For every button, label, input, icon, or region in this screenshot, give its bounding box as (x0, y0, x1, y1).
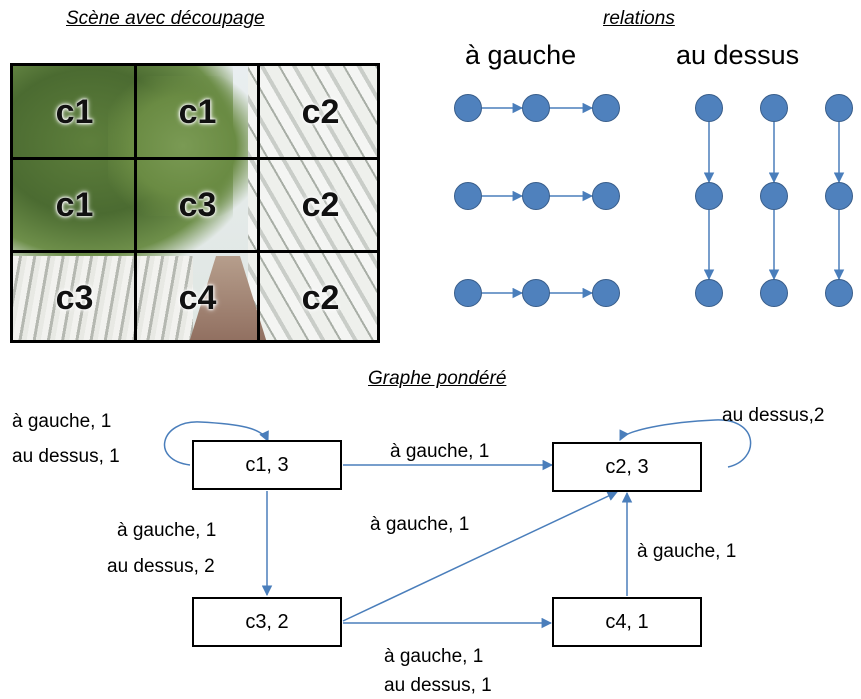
relation-node (454, 94, 482, 122)
relation-node (760, 94, 788, 122)
edge-c3-c2 (342, 491, 618, 622)
edge-label: au dessus, 1 (384, 675, 492, 696)
relation-node (592, 94, 620, 122)
relation-node (522, 182, 550, 210)
graph-node-c2: c2, 3 (552, 442, 702, 492)
relation-node (592, 279, 620, 307)
scene-image: c1 c1 c2 c1 c3 c2 c3 c4 c2 (10, 63, 380, 343)
relation-node (760, 279, 788, 307)
above-relation-label: au dessus (676, 40, 800, 70)
relation-node (522, 279, 550, 307)
scene-cell: c1 (55, 93, 94, 131)
grid-line (13, 157, 377, 160)
edge-label: à gauche, 1 (12, 411, 112, 432)
edge-label: à gauche, 1 (637, 541, 737, 562)
relation-node (695, 279, 723, 307)
edge-label: à gauche, 1 (384, 646, 484, 667)
edge-label: à gauche, 1 (117, 520, 217, 541)
grid-line (13, 250, 377, 253)
scene-cell: c1 (178, 93, 217, 131)
scene-cell: c2 (301, 279, 340, 317)
edge-c1-self (163, 421, 269, 466)
scene-bridge-structure (248, 66, 377, 340)
grid-line (257, 66, 260, 340)
edge-label: à gauche, 1 (370, 514, 470, 535)
relation-node (454, 279, 482, 307)
relation-node (825, 94, 853, 122)
relation-node (760, 182, 788, 210)
scene-trees-2 (108, 76, 258, 216)
relation-node (454, 182, 482, 210)
graph-node-c3: c3, 2 (192, 597, 342, 647)
edge-label: au dessus, 1 (12, 446, 120, 467)
graph-title: Graphe pondéré (368, 368, 507, 389)
scene-cell: c2 (301, 93, 340, 131)
graph-node-c4: c4, 1 (552, 597, 702, 647)
graph-node-c1: c1, 3 (192, 440, 342, 490)
left-relation-label: à gauche (465, 40, 577, 70)
relation-node (522, 94, 550, 122)
relation-node (825, 182, 853, 210)
scene-cell: c2 (301, 186, 340, 224)
relation-node (695, 94, 723, 122)
scene-cell: c1 (55, 186, 94, 224)
scene-cell: c3 (178, 186, 217, 224)
relation-node (695, 182, 723, 210)
scene-cell: c4 (178, 279, 217, 317)
relation-node (825, 279, 853, 307)
edge-label: à gauche, 1 (390, 441, 490, 462)
scene-title: Scène avec découpage (66, 8, 265, 29)
edge-label: au dessus,2 (722, 405, 825, 426)
scene-cell: c3 (55, 279, 94, 317)
relations-title: relations (603, 8, 675, 29)
grid-line (134, 66, 137, 340)
edge-label: au dessus, 2 (107, 556, 215, 577)
scene-bridge-railing (13, 256, 193, 340)
relation-node (592, 182, 620, 210)
edge-c2-self (619, 419, 752, 468)
